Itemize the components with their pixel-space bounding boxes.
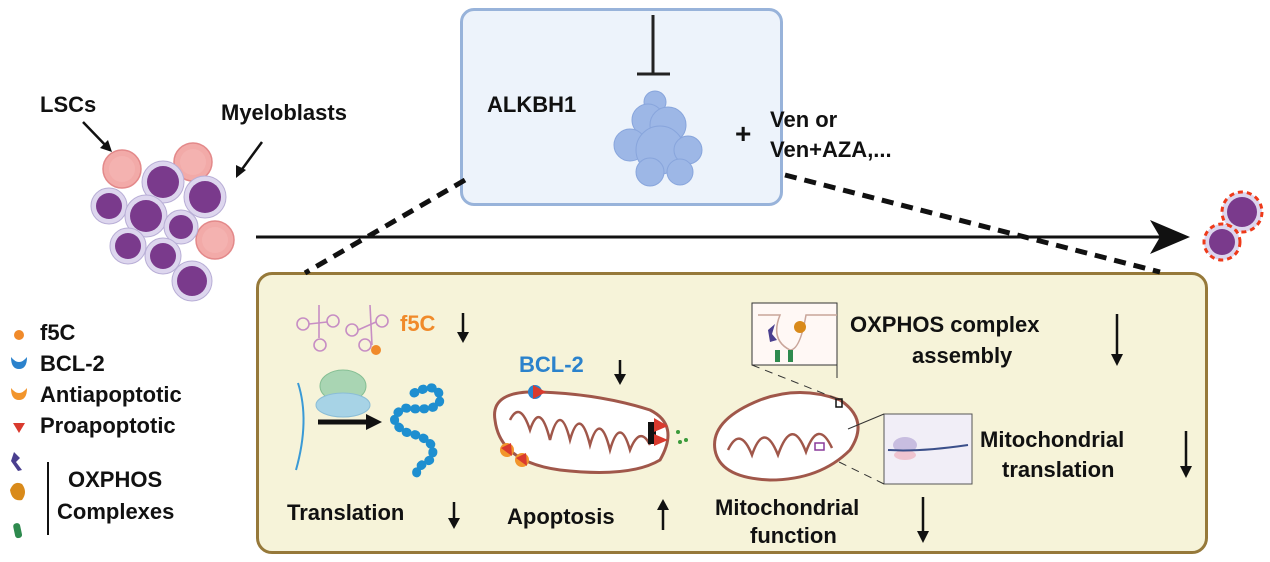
legend-antiapoptotic-label: Antiapoptotic	[40, 382, 182, 407]
lsc-cell	[195, 220, 235, 260]
f5c-dot-icon	[14, 330, 24, 340]
myeloblast-cell	[183, 175, 227, 219]
inhibition-icon	[637, 15, 670, 76]
myeloblasts-label: Myeloblasts	[221, 100, 347, 125]
myeloblast-cell	[109, 227, 147, 265]
mitochondrion-apoptosis-icon	[493, 385, 688, 474]
mito-translation-line2: translation	[1002, 457, 1115, 482]
peptide-chain-icon	[390, 383, 445, 483]
dying-cells	[1202, 190, 1264, 262]
myeloblast-cell	[163, 209, 199, 245]
oxphos-green-icon	[13, 523, 23, 539]
myeloblast-cell	[171, 260, 213, 302]
mito-translation-line1: Mitochondrial	[980, 427, 1125, 452]
f5c-modification-dot	[371, 345, 381, 355]
oxphos-down-arrow	[1111, 314, 1123, 366]
mito-translation-inset	[834, 413, 973, 485]
mito-translation-down-arrow	[1180, 431, 1192, 478]
mrna-strand-icon	[295, 382, 305, 471]
myeloblast-cell	[141, 160, 185, 204]
apoptosis-label: Apoptosis	[507, 504, 615, 529]
mito-function-line2: function	[750, 523, 837, 548]
bcl2-mechanism-label: BCL-2	[519, 352, 584, 377]
oxphos-purple-icon	[11, 452, 22, 471]
lscs-pointer-head	[100, 140, 112, 152]
drug-line-1: Ven or	[770, 107, 838, 132]
bcl2-receptor-icon	[11, 357, 27, 369]
bcl2-down-arrow	[614, 360, 626, 385]
legend-proapoptotic-label: Proapoptotic	[40, 413, 176, 438]
trna-icon	[296, 304, 389, 352]
myeloblasts-pointer-arrow	[238, 141, 264, 173]
oxphos-assembly-line1: OXPHOS complex	[850, 312, 1040, 337]
legend-f5c-label: f5C	[40, 320, 76, 345]
myeloblast-cell	[90, 187, 128, 225]
mito-function-down-arrow	[917, 497, 929, 543]
legend-bcl2-label: BCL-2	[40, 351, 105, 376]
myeloblasts-pointer-head	[236, 165, 246, 178]
progression-arrow	[256, 220, 1190, 254]
alkbh1-label: ALKBH1	[487, 92, 577, 117]
f5c-mechanism-label: f5C	[400, 311, 436, 336]
oxphos-assembly-line2: assembly	[912, 343, 1013, 368]
oxphos-assembly-inset	[751, 302, 841, 401]
myeloblast-cell	[124, 194, 168, 238]
oxphos-orange-icon	[10, 482, 25, 501]
mito-function-line1: Mitochondrial	[715, 495, 860, 520]
mitochondrion-function-icon	[713, 391, 860, 482]
legend-oxphos-line2: Complexes	[57, 499, 175, 524]
dashed-connector-right	[784, 172, 1161, 275]
f5c-down-arrow	[457, 313, 469, 343]
myeloblast-cell	[144, 237, 182, 275]
translation-down-arrow	[448, 502, 460, 529]
lsc-cell	[173, 142, 213, 182]
treatment-box	[460, 8, 783, 206]
apoptosis-up-arrow	[657, 499, 669, 530]
ribosome-icon	[315, 369, 371, 418]
plus-sign: +	[735, 118, 752, 149]
lsc-cell	[102, 149, 142, 189]
cell-cluster	[90, 142, 235, 302]
legend-oxphos-line1: OXPHOS	[68, 467, 163, 492]
antiapoptotic-receptor-icon	[11, 388, 27, 400]
lscs-label: LSCs	[40, 92, 97, 117]
dashed-connector-left	[303, 177, 467, 276]
translation-label: Translation	[287, 500, 405, 525]
proapoptotic-triangle-icon	[13, 423, 25, 433]
drug-line-2: Ven+AZA,...	[770, 137, 892, 162]
alkbh1-protein-icon	[613, 90, 703, 187]
